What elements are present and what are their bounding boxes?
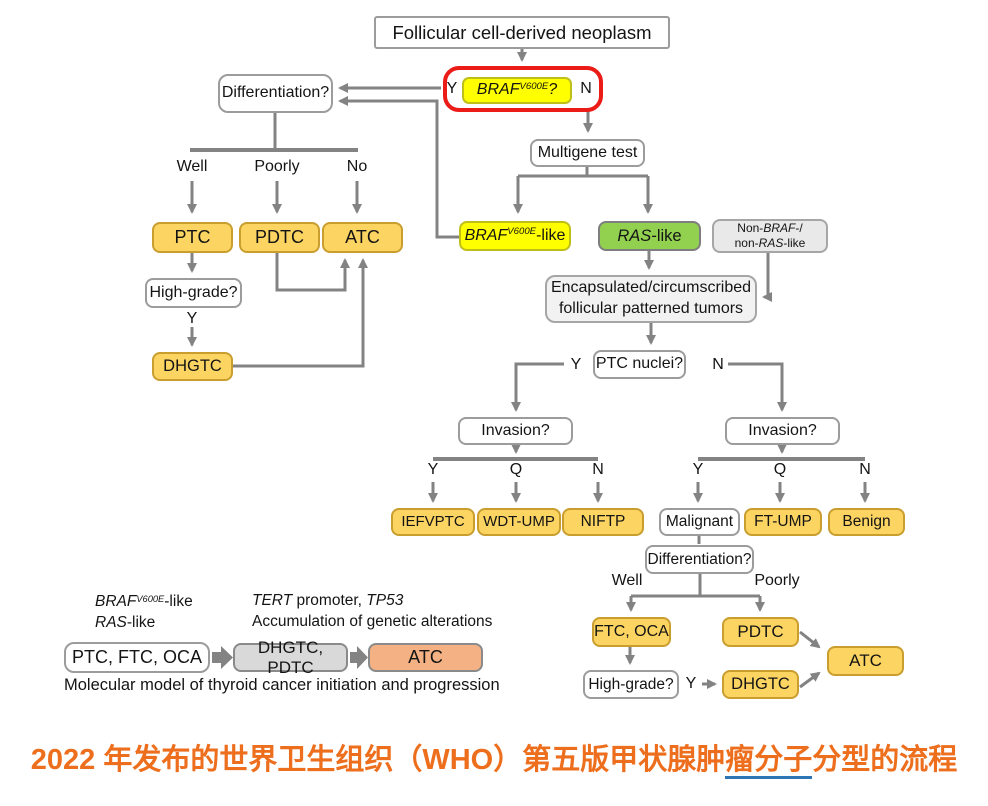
node-iefvptc: IEFVPTC	[391, 508, 475, 536]
label-ptc-nuclei-no: N	[712, 356, 724, 373]
model-annotation-tert-tp53: TERT promoter, TP53	[252, 592, 403, 610]
branch-label-poorly-2: Poorly	[754, 572, 800, 589]
node-invasion-left: Invasion?	[458, 417, 573, 445]
node-ras-like: RAS-like	[598, 221, 701, 251]
gene-tp53: TP53	[366, 592, 404, 609]
node-differentiation-2: Differentiation?	[645, 545, 754, 574]
gene-braf: BRAF	[95, 593, 137, 610]
label-invasion-left-y: Y	[427, 461, 439, 478]
model-stage-ptc-ftc-oca: PTC, FTC, OCA	[64, 642, 210, 673]
label-high-grade-2-yes: Y	[685, 675, 697, 692]
figure-title-part1: 2022 年发布的世界卫生组织（WHO）第五版甲状腺肿	[30, 744, 726, 776]
label-braf-no: N	[580, 80, 592, 97]
model-stage-dhgtc-pdtc: DHGTC, PDTC	[233, 638, 348, 677]
node-pdtc-1: PDTC	[239, 222, 320, 253]
node-dhgtc-1: DHGTC	[152, 352, 233, 381]
node-malignant: Malignant	[659, 508, 740, 536]
nonras-text: non-	[734, 236, 759, 250]
braf-question: ?	[548, 81, 558, 99]
node-high-grade-1: High-grade?	[145, 278, 242, 308]
ras-like-suffix: -like	[651, 226, 682, 245]
node-ftc-oca: FTC, OCA	[592, 617, 671, 647]
branch-label-poorly-1: Poorly	[254, 158, 300, 175]
node-non-braf-non-ras: Non-BRAF-/ non-RAS-like	[712, 219, 828, 253]
model-caption: Molecular model of thyroid cancer initia…	[64, 676, 500, 694]
branch-label-no-1: No	[346, 158, 368, 175]
label-invasion-right-y: Y	[692, 461, 704, 478]
node-multigene-test: Multigene test	[530, 139, 645, 167]
braf-superscript: V600E	[136, 593, 165, 604]
nonras-text: -like	[783, 236, 806, 250]
model-annotation-braf-like: BRAFV600E-like	[95, 593, 193, 611]
model-annotation-ras-like: RAS-like	[95, 614, 155, 632]
node-niftp: NIFTP	[562, 508, 644, 536]
model-annotation-accumulation: Accumulation of genetic alterations	[252, 613, 493, 630]
gene-ras: RAS	[758, 236, 784, 250]
node-atc-1: ATC	[322, 222, 403, 253]
node-ptc-nuclei: PTC nuclei?	[593, 350, 686, 379]
ras-like-suffix: -like	[126, 614, 156, 631]
figure-title: 2022 年发布的世界卫生组织（WHO）第五版甲状腺肿瘤分子分型的流程	[0, 736, 988, 779]
highlight-red-ring	[443, 66, 603, 112]
figure-title-part2: 分型的流程	[812, 744, 958, 776]
gene-ras: RAS	[617, 226, 652, 245]
node-encapsulated-tumors: Encapsulated/circumscribed follicular pa…	[545, 275, 757, 323]
label-high-grade-1-yes: Y	[186, 310, 198, 327]
node-ft-ump: FT-UMP	[744, 508, 822, 536]
nonbraf-text: -/	[795, 221, 803, 235]
gene-tert: TERT	[252, 592, 293, 609]
branch-label-well-2: Well	[611, 572, 643, 589]
label-invasion-left-n: N	[592, 461, 604, 478]
label-invasion-left-q: Q	[509, 461, 523, 478]
model-stage-atc: ATC	[368, 643, 483, 672]
node-invasion-right: Invasion?	[725, 417, 840, 445]
node-wdt-ump: WDT-UMP	[477, 508, 561, 536]
encapsulated-line2: follicular patterned tumors	[558, 300, 744, 317]
gene-braf: BRAF	[476, 81, 520, 99]
braf-superscript: V600E	[507, 226, 537, 238]
block-arrow-icon	[212, 646, 368, 669]
tert-promoter-text: promoter,	[292, 592, 367, 609]
label-braf-yes: Y	[446, 80, 458, 97]
node-differentiation-1: Differentiation?	[218, 74, 333, 113]
label-ptc-nuclei-yes: Y	[570, 356, 582, 373]
node-atc-2: ATC	[827, 646, 904, 676]
braf-like-suffix: -like	[536, 226, 566, 244]
node-high-grade-2: High-grade?	[583, 670, 679, 699]
node-pdtc-2: PDTC	[722, 617, 799, 647]
node-ptc: PTC	[152, 222, 233, 253]
braf-superscript: V600E	[519, 80, 549, 92]
encapsulated-line1: Encapsulated/circumscribed	[550, 279, 752, 297]
node-dhgtc-2: DHGTC	[722, 670, 799, 699]
braf-like-suffix: -like	[164, 593, 193, 610]
label-invasion-right-q: Q	[773, 461, 787, 478]
label-invasion-right-n: N	[859, 461, 871, 478]
branch-label-well-1: Well	[176, 158, 208, 175]
nonbraf-text: Non-	[737, 221, 764, 235]
figure-title-underlined: 瘤分子	[725, 744, 813, 779]
gene-braf: BRAF	[763, 221, 796, 235]
gene-ras: RAS	[95, 614, 127, 631]
gene-braf: BRAF	[464, 226, 508, 244]
node-follicular-neoplasm: Follicular cell-derived neoplasm	[374, 16, 670, 49]
node-benign: Benign	[828, 508, 905, 536]
